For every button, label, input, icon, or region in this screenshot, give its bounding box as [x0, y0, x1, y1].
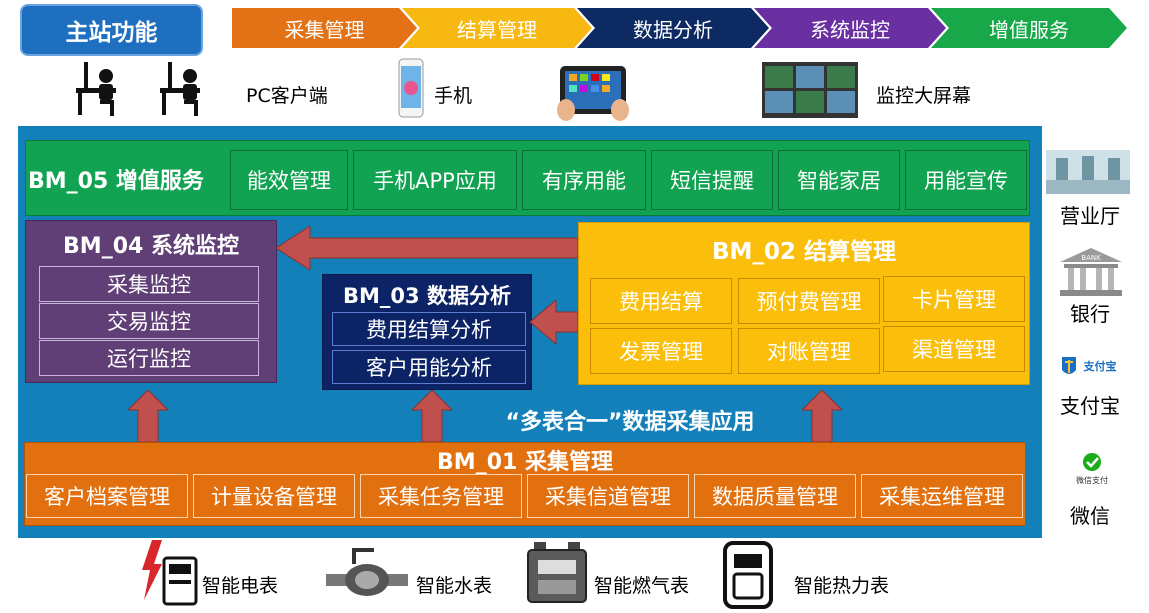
- step-analysis: 数据分析: [577, 8, 769, 48]
- bm05-item-mobile-app: 手机APP应用: [353, 150, 517, 210]
- meter-electric-label: 智能电表: [202, 574, 279, 597]
- channel-alipay-label: 支付宝: [1060, 393, 1120, 418]
- bm01-item-collection-channel: 采集信道管理: [527, 474, 689, 518]
- arrow-up-to-monitoring: [128, 390, 168, 442]
- bm03-title: BM_03 数据分析: [343, 284, 511, 308]
- wechat-icon-text: 微信支付: [1076, 475, 1108, 485]
- device-pc-label: PC客户端: [246, 84, 328, 107]
- step-value-added: 增值服务: [931, 8, 1127, 48]
- video-wall-icon: [762, 62, 858, 118]
- bm04-item-operation-monitor: 运行监控: [39, 340, 259, 376]
- bank-icon: BANK: [1060, 248, 1122, 296]
- bank-icon-text: BANK: [1081, 254, 1101, 262]
- device-screen-label: 监控大屏幕: [876, 84, 972, 107]
- arrow-settlement-to-monitoring: [276, 226, 578, 270]
- bm05-item-sms-reminder: 短信提醒: [651, 150, 773, 210]
- meter-water-label: 智能水表: [416, 574, 493, 597]
- step-collection: 采集管理: [232, 8, 417, 48]
- bm01-item-collection-task: 采集任务管理: [360, 474, 522, 518]
- bm01-item-collection-maintenance: 采集运维管理: [861, 474, 1023, 518]
- bm02-item-reconciliation: 对账管理: [738, 328, 880, 374]
- alipay-icon: 支付宝: [1062, 357, 1117, 374]
- bm05-title: BM_05 增值服务: [28, 169, 204, 194]
- bm01-title: BM_01 采集管理: [437, 450, 613, 475]
- heat-meter-icon: [723, 541, 773, 609]
- bm02-item-fee-settlement: 费用结算: [590, 278, 732, 324]
- device-phone-label: 手机: [434, 84, 473, 107]
- bm05-item-energy-promotion: 用能宣传: [905, 150, 1027, 210]
- water-meter-icon: [326, 548, 408, 596]
- bm04-title: BM_04 系统监控: [63, 234, 239, 259]
- wechat-pay-icon: 微信支付: [1076, 453, 1108, 485]
- bm01-item-customer-archive: 客户档案管理: [26, 474, 188, 518]
- bm04-item-transaction-monitor: 交易监控: [39, 303, 259, 339]
- bm02-item-channel: 渠道管理: [883, 326, 1025, 372]
- tablet-icon: [557, 66, 629, 121]
- step-settlement: 结算管理: [402, 8, 592, 48]
- arrow-settlement-to-analysis: [530, 300, 578, 344]
- electric-meter-icon: [142, 540, 198, 606]
- step-monitoring: 系统监控: [754, 8, 946, 48]
- bm02-item-card: 卡片管理: [883, 276, 1025, 322]
- arrow-up-to-analysis: [412, 390, 452, 442]
- phone-icon: [398, 58, 424, 118]
- service-hall-icon: [1046, 150, 1130, 194]
- meter-gas-label: 智能燃气表: [594, 574, 690, 597]
- arrow-up-to-settlement: [802, 390, 842, 442]
- bm03-item-settlement-analysis: 费用结算分析: [332, 312, 526, 346]
- main-function-badge: 主站功能: [20, 4, 203, 56]
- gas-meter-icon: [527, 542, 587, 603]
- bm01-item-data-quality: 数据质量管理: [694, 474, 856, 518]
- bm05-item-orderly-usage: 有序用能: [522, 150, 646, 210]
- multi-meter-caption: “多表合一”数据采集应用: [505, 410, 755, 435]
- bm03-item-usage-analysis: 客户用能分析: [332, 350, 526, 384]
- bm05-item-energy-efficiency: 能效管理: [230, 150, 348, 210]
- bm02-item-invoice: 发票管理: [590, 328, 732, 374]
- bm02-title: BM_02 结算管理: [712, 239, 896, 265]
- channel-service-hall-label: 营业厅: [1060, 203, 1120, 228]
- meter-heat-label: 智能热力表: [794, 574, 890, 597]
- bm04-item-collection-monitor: 采集监控: [39, 266, 259, 302]
- alipay-icon-text: 支付宝: [1083, 359, 1117, 373]
- channel-wechat-label: 微信: [1070, 503, 1110, 528]
- bm01-item-metering-device: 计量设备管理: [193, 474, 355, 518]
- bm01-collection-block: [24, 442, 1026, 526]
- channel-bank-label: 银行: [1070, 301, 1110, 326]
- bm05-item-smart-home: 智能家居: [778, 150, 900, 210]
- bm02-item-prepaid: 预付费管理: [738, 278, 880, 324]
- desktop-user-icon: [76, 62, 200, 116]
